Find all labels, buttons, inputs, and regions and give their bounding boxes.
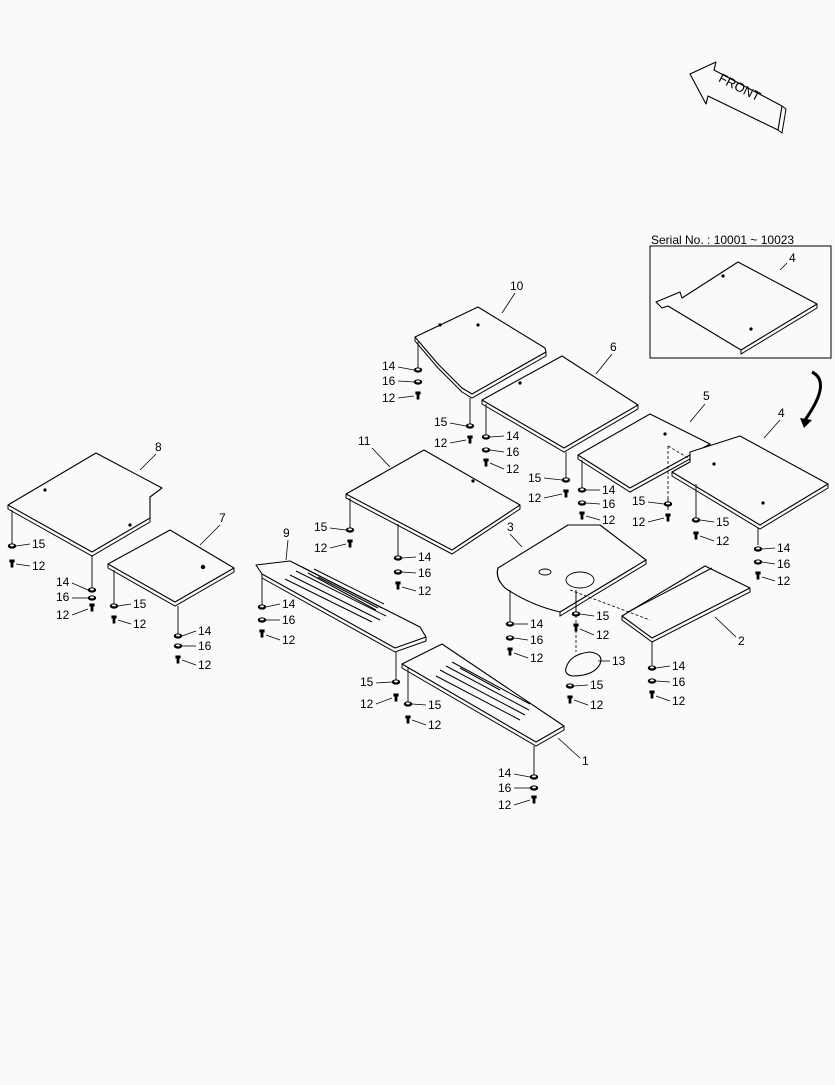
label-4: 4: [778, 406, 785, 420]
hw-14-e: 14: [498, 766, 512, 780]
inset-label-4: 4: [789, 251, 796, 265]
hw-12-r: 12: [777, 574, 791, 588]
hw-12-v: 12: [672, 694, 686, 708]
hw-12-k: 12: [382, 391, 396, 405]
hw-16-k: 16: [672, 675, 686, 689]
hw-15-c: 15: [314, 520, 328, 534]
hw-16-i: 16: [777, 557, 791, 571]
hw-12-n: 12: [528, 491, 542, 505]
hw-12-l: 12: [434, 436, 448, 450]
hw-15-j: 15: [596, 609, 610, 623]
hw-12-j: 12: [498, 798, 512, 812]
label-2: 2: [738, 634, 745, 648]
part-6-panel: 6: [481, 340, 639, 478]
hw-16-c: 16: [282, 613, 296, 627]
label-6: 6: [610, 340, 617, 354]
part-4-panel: 4: [671, 406, 829, 545]
front-direction-arrow: FRONT: [689, 61, 787, 134]
hw-14-b: 14: [198, 624, 212, 638]
hw-15-k: 15: [590, 678, 604, 692]
hw-16-a: 16: [56, 590, 70, 604]
hw-12-m: 12: [506, 462, 520, 476]
hw-12-t: 12: [596, 628, 610, 642]
hw-12-g: 12: [418, 584, 432, 598]
hw-16-j: 16: [530, 633, 544, 647]
part-10-panel: 10: [414, 279, 547, 425]
hw-12-h: 12: [360, 697, 374, 711]
hw-15-h: 15: [632, 494, 646, 508]
hw-15-f: 15: [434, 415, 448, 429]
hardware-callouts: 15 12 14 16 12 15 12 14 16 12 14 16 12: [7, 359, 791, 812]
hw-14-c: 14: [282, 597, 296, 611]
label-7: 7: [219, 511, 226, 525]
hw-12-o: 12: [602, 513, 616, 527]
hw-14-a: 14: [56, 575, 70, 589]
hw-16-g: 16: [506, 445, 520, 459]
hw-12-u: 12: [590, 698, 604, 712]
hw-12-p: 12: [632, 515, 646, 529]
hw-15-i: 15: [716, 515, 730, 529]
part-1-vented-cover: 1: [401, 643, 589, 775]
hw-15-g: 15: [528, 471, 542, 485]
hw-12-a: 12: [32, 559, 46, 573]
hw-14-d: 14: [418, 550, 432, 564]
hw-16-e: 16: [498, 781, 512, 795]
hw-12-c: 12: [133, 617, 147, 631]
hw-14-i: 14: [777, 541, 791, 555]
part-13-cap: 13: [565, 590, 626, 677]
hw-12-q: 12: [716, 534, 730, 548]
hw-14-g: 14: [506, 429, 520, 443]
hw-15-d: 15: [360, 675, 374, 689]
hw-12-b: 12: [56, 608, 70, 622]
label-9: 9: [283, 526, 290, 540]
part-8-panel: 8: [7, 440, 163, 590]
label-1: 1: [582, 754, 589, 768]
hw-16-h: 16: [602, 497, 616, 511]
part-9-vented-cover: 9: [255, 526, 427, 680]
hw-15-a: 15: [32, 537, 46, 551]
label-8: 8: [155, 440, 162, 454]
part-7-panel: 7: [107, 511, 235, 635]
hw-14-h: 14: [602, 483, 616, 497]
label-11: 11: [358, 434, 371, 448]
hw-16-b: 16: [198, 639, 212, 653]
hw-12-d: 12: [198, 658, 212, 672]
hw-12-i: 12: [428, 718, 442, 732]
hw-16-f: 16: [382, 374, 396, 388]
hw-15-b: 15: [133, 597, 147, 611]
part-11-panel: 11: [345, 434, 521, 556]
part-3-panel: 3: [496, 520, 647, 622]
part-5-panel: 5: [577, 389, 713, 510]
hw-12-f: 12: [314, 541, 328, 555]
label-3: 3: [507, 520, 514, 534]
hw-14-f: 14: [382, 359, 396, 373]
label-10: 10: [510, 279, 524, 293]
hw-15-e: 15: [428, 698, 442, 712]
label-5: 5: [703, 389, 710, 403]
label-13: 13: [612, 654, 626, 668]
part-2-panel: 2: [569, 565, 751, 665]
hw-16-d: 16: [418, 566, 432, 580]
hw-12-s: 12: [530, 651, 544, 665]
serial-note: Serial No. : 10001 ~ 10023: [651, 233, 794, 247]
hw-14-k: 14: [672, 659, 686, 673]
hw-12-e: 12: [282, 633, 296, 647]
serial-inset: Serial No. : 10001 ~ 10023 4: [649, 233, 832, 428]
hw-14-j: 14: [530, 617, 544, 631]
